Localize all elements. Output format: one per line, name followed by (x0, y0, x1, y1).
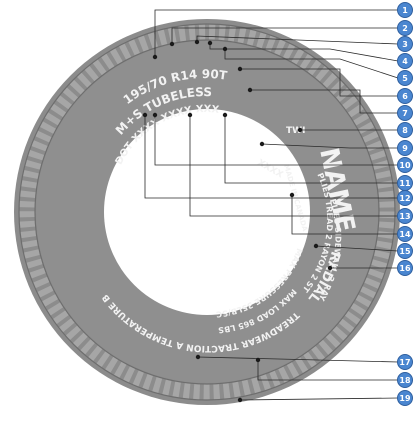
svg-text:5: 5 (402, 74, 408, 83)
svg-text:9: 9 (402, 144, 408, 153)
anchor-dot-8 (297, 127, 303, 133)
callout-7: 7 (397, 105, 413, 121)
tread-edge-outer (18, 23, 396, 401)
rim-hole (104, 109, 310, 315)
callout-13: 13 (397, 208, 413, 224)
anchor-dot-16 (327, 265, 333, 271)
anchor-dot-3 (194, 39, 200, 45)
callout-19: 19 (397, 390, 413, 406)
callout-12: 12 (397, 190, 413, 206)
callout-10: 10 (397, 157, 413, 173)
leader-17 (197, 356, 399, 363)
anchor-dot-2 (169, 41, 175, 47)
callout-14: 14 (397, 226, 413, 242)
tire (14, 19, 400, 405)
callout-3: 3 (397, 36, 413, 52)
callout-badges: 1 2 3 4 5 6 7 8 9 10 11 12 13 14 15 16 1… (397, 2, 413, 406)
callout-6: 6 (397, 88, 413, 104)
callout-11: 11 (397, 175, 413, 191)
leader-19 (239, 397, 399, 401)
callout-15: 15 (397, 243, 413, 259)
anchor-dot-9 (259, 141, 265, 147)
svg-text:6: 6 (402, 92, 408, 101)
svg-text:13: 13 (399, 212, 410, 221)
tread-band (19, 24, 395, 400)
anchor-dot-15 (313, 243, 319, 249)
leader-5 (224, 49, 399, 79)
anchor-dot-11 (222, 112, 228, 118)
anchor-dot-14 (289, 192, 295, 198)
leader-7 (250, 89, 398, 114)
callout-5: 5 (397, 70, 413, 86)
anchor-dot-4 (207, 40, 213, 46)
svg-text:12: 12 (399, 194, 410, 203)
leader-11 (224, 115, 398, 184)
leader-1 (154, 9, 398, 57)
leader-4 (209, 43, 399, 62)
callout-9: 9 (397, 140, 413, 156)
callout-17: 17 (397, 354, 413, 370)
svg-text:16: 16 (399, 264, 411, 273)
svg-text:2: 2 (402, 24, 408, 33)
tread-edge-inner (34, 39, 380, 385)
anchor-dot-5 (222, 46, 228, 52)
anchor-dot-12 (142, 112, 148, 118)
leader-2 (171, 27, 398, 44)
leader-18 (257, 360, 398, 381)
callout-8: 8 (397, 122, 413, 138)
anchor-dot-17 (195, 354, 201, 360)
leader-12 (144, 115, 398, 199)
leader-15 (315, 245, 399, 252)
anchor-dot-6 (237, 66, 243, 72)
anchor-dots (142, 39, 333, 403)
svg-text:18: 18 (399, 376, 411, 385)
svg-text:10: 10 (399, 161, 411, 170)
anchor-dot-7 (247, 87, 253, 93)
svg-text:11: 11 (399, 179, 411, 188)
anchor-dot-13 (187, 112, 193, 118)
anchor-dot-19 (237, 397, 243, 403)
anchor-dot-1 (152, 54, 158, 60)
svg-text:1: 1 (402, 6, 408, 15)
svg-text:17: 17 (399, 358, 410, 367)
callout-2: 2 (397, 20, 413, 36)
callout-1: 1 (397, 2, 413, 18)
anchor-dot-18 (255, 357, 261, 363)
svg-text:14: 14 (399, 230, 411, 239)
leader-6 (240, 68, 398, 97)
svg-text:4: 4 (402, 57, 408, 66)
leader-9 (261, 143, 398, 149)
svg-text:7: 7 (402, 109, 408, 118)
callout-18: 18 (397, 372, 413, 388)
anchor-dot-10 (152, 112, 158, 118)
leader-13 (189, 115, 398, 217)
callout-16: 16 (397, 260, 413, 276)
leader-14 (291, 195, 398, 235)
svg-text:19: 19 (399, 394, 411, 403)
svg-text:8: 8 (402, 126, 408, 135)
svg-text:15: 15 (399, 247, 411, 256)
twi-text: TWI (286, 126, 305, 136)
callout-4: 4 (397, 53, 413, 69)
leader-10 (154, 115, 398, 166)
svg-text:3: 3 (402, 40, 408, 49)
